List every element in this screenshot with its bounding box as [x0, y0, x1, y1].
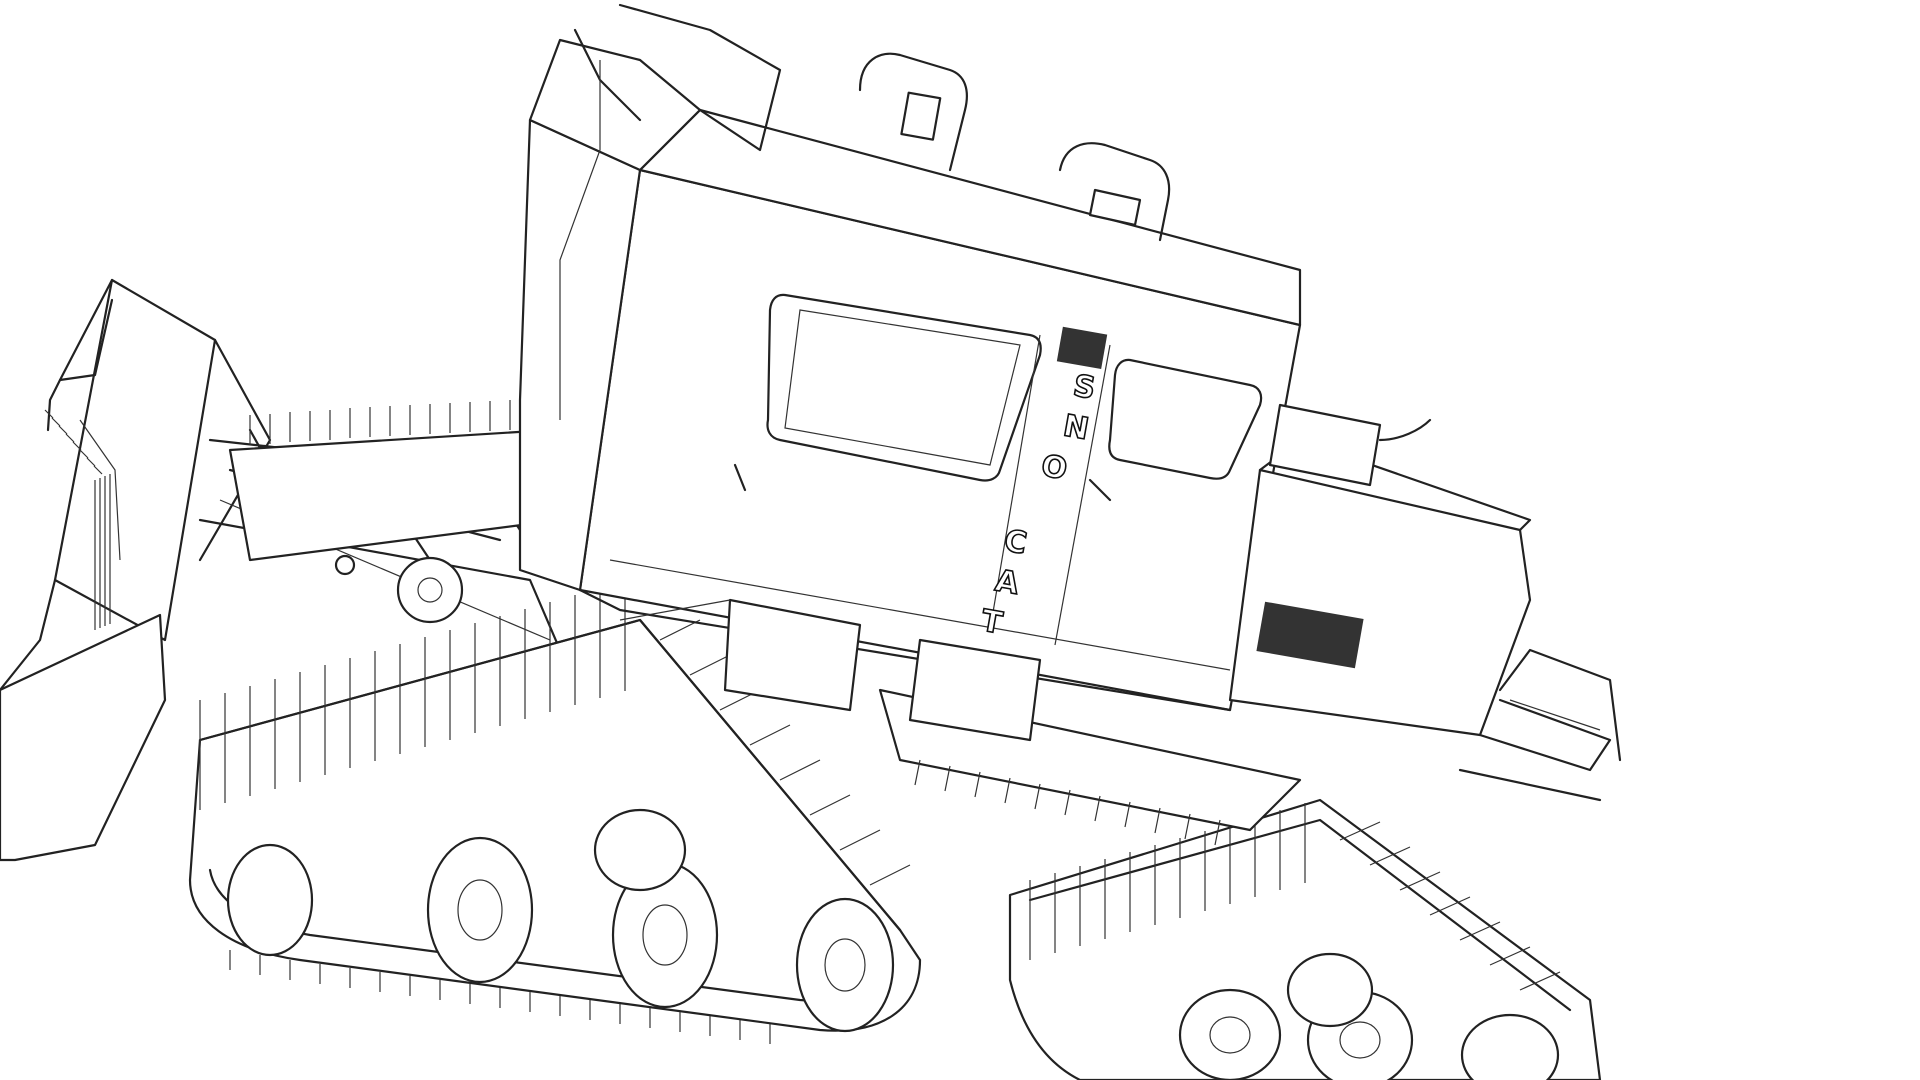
- decal-letter-o: O: [1039, 448, 1070, 487]
- right-track-assembly: [1008, 798, 1602, 1080]
- cab-body: [518, 3, 1302, 712]
- front-blade: [0, 278, 272, 862]
- decal-letter-n: N: [1061, 408, 1092, 447]
- rear-track-upper: [228, 399, 562, 624]
- left-track-assembly: [188, 581, 922, 1044]
- chassis-boxes: [619, 598, 1042, 742]
- left-road-wheels: [226, 808, 895, 1033]
- engine-compartment: [1228, 403, 1622, 802]
